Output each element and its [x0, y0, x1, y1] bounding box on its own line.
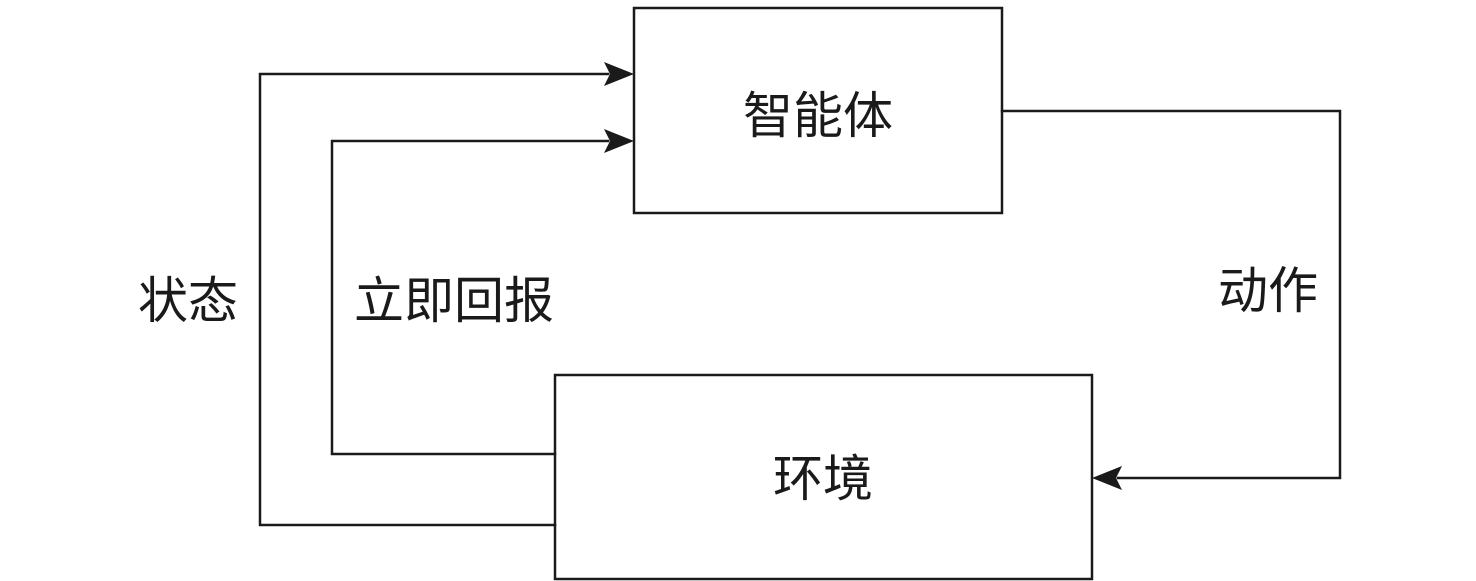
- agent-label: 智能体: [743, 87, 893, 145]
- environment-label: 环境: [773, 450, 873, 508]
- reward-line: [330, 139, 610, 456]
- state-edge: 状态: [138, 62, 634, 527]
- environment-node: 环境: [553, 373, 1094, 581]
- action-line: [1000, 109, 1342, 480]
- agent-node: 智能体: [632, 6, 1004, 215]
- agent-box: [632, 6, 1004, 215]
- environment-box: [553, 373, 1094, 581]
- state-line: [258, 72, 610, 527]
- state-arrowhead: [604, 62, 634, 86]
- reward-arrowhead: [604, 129, 634, 153]
- reward-edge: 立即回报: [330, 129, 634, 456]
- reward-label: 立即回报: [354, 272, 554, 330]
- action-arrowhead: [1092, 466, 1122, 490]
- action-label: 动作: [1218, 262, 1318, 320]
- state-label: 状态: [138, 272, 238, 330]
- action-edge: 动作: [1000, 109, 1342, 490]
